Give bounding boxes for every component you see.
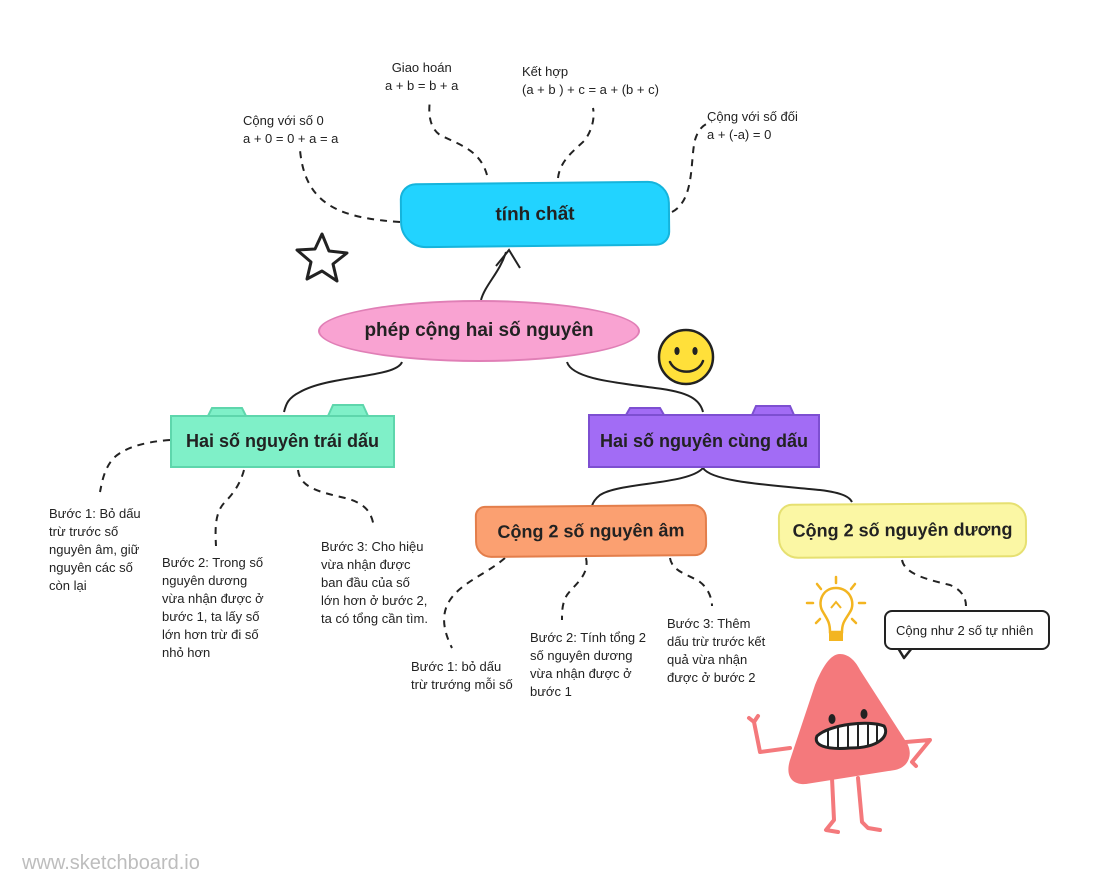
same-folder-tabs [624,405,796,416]
smiley-icon [657,328,715,386]
opposite-step-1: Bước 1: Bỏ dấu trừ trước số nguyên âm, g… [49,506,141,593]
speech-bubble-tail [896,647,913,660]
same-sign-label: Hai số nguyên cùng dấu [599,430,809,451]
property-zero: Cộng với số 0 a + 0 = 0 + a = a [243,112,338,148]
opposite-sign-node[interactable]: Hai số nguyên trái dấu [170,415,395,468]
property-opposite: Cộng với số đối a + (-a) = 0 [707,108,798,144]
root-label: phép cộng hai số nguyên [364,320,594,341]
property-opposite-formula: a + (-a) = 0 [707,127,772,142]
positive-note: Cộng như 2 số tự nhiên [896,622,1034,638]
property-associative: Kết hợp (a + b ) + c = a + (b + c) [522,63,659,99]
negative-step-3: Bước 3: Thêm dấu trừ trước kết quả vừa n… [667,616,766,685]
root-node[interactable]: phép cộng hai số nguyên [318,300,640,362]
triangle-character [747,654,932,834]
property-associative-formula: (a + b ) + c = a + (b + c) [522,82,659,97]
properties-node[interactable]: tính chất [399,180,671,249]
property-commutative-formula: a + b = b + a [385,78,459,93]
star-icon [295,232,349,283]
opposite-sign-label: Hai số nguyên trái dấu [185,431,380,451]
opposite-step-3: Bước 3: Cho hiệu vừa nhận được ban đầu c… [321,539,428,626]
property-associative-title: Kết hợp [522,64,569,79]
negative-step-2: Bước 2: Tính tổng 2 số nguyên dương vừa … [530,630,646,699]
property-opposite-title: Cộng với số đối [707,109,798,124]
same-sign-node[interactable]: Hai số nguyên cùng dấu [588,414,820,468]
property-zero-formula: a + 0 = 0 + a = a [243,131,339,146]
opposite-step-2: Bước 2: Trong số nguyên dương vừa nhận đ… [162,555,264,660]
positive-sum-node[interactable]: Cộng 2 số nguyên dương [777,502,1028,559]
negative-sum-node[interactable]: Cộng 2 số nguyên âm [474,503,708,559]
positive-sum-label: Cộng 2 số nguyên dương [792,519,1013,541]
property-commutative: Giao hoán a + b = b + a [385,59,458,95]
property-zero-title: Cộng với số 0 [243,113,324,128]
lightbulb-icon [805,575,867,641]
negative-sum-label: Cộng 2 số nguyên âm [497,519,685,542]
opposite-folder-tabs [206,404,370,417]
negative-step-1: Bước 1: bỏ dấu trừ trướng mỗi số [411,659,513,692]
properties-label: tính chất [495,203,575,225]
watermark[interactable]: www.sketchboard.io [22,852,200,874]
property-commutative-title: Giao hoán [391,60,452,75]
positive-note-bubble: Cộng như 2 số tự nhiên [884,610,1050,650]
